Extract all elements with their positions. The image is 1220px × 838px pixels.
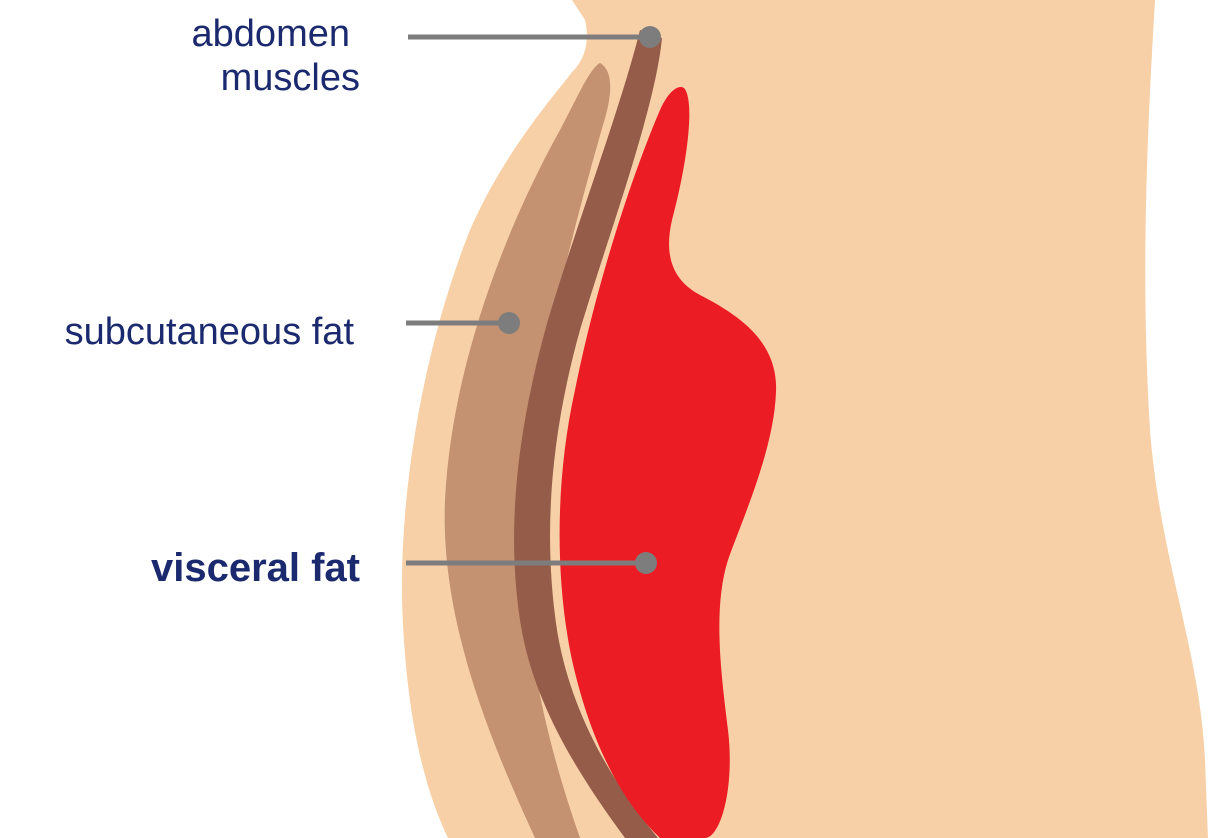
abdomen-muscles-label-line1: abdomen bbox=[192, 12, 360, 56]
visceral-fat-marker-dot bbox=[635, 552, 657, 574]
abdomen-muscles-label-line2: muscles bbox=[192, 56, 360, 100]
abdomen-muscles-marker-dot bbox=[639, 26, 661, 48]
subcutaneous-fat-marker-dot bbox=[498, 312, 520, 334]
subcutaneous-fat-label: subcutaneous fat bbox=[65, 310, 354, 354]
abdomen-muscles-label: abdomen muscles bbox=[192, 12, 360, 100]
visceral-fat-label: visceral fat bbox=[151, 546, 360, 590]
